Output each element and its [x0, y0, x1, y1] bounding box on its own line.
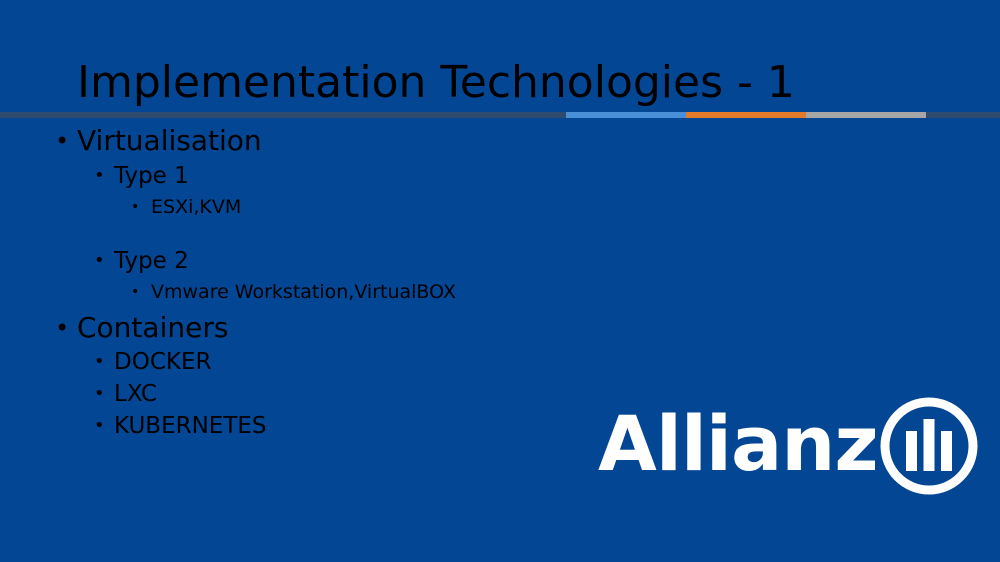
title-divider — [0, 112, 1000, 118]
bullet-containers: • Containers — [55, 311, 229, 345]
bullet-text: ESXi,KVM — [151, 196, 242, 218]
slide-title: Implementation Technologies - 1 — [77, 57, 795, 108]
divider-segment-dark — [0, 112, 566, 118]
bullet-marker: • — [94, 383, 105, 404]
bullet-marker: • — [94, 351, 105, 372]
divider-segment-orange — [686, 112, 806, 118]
bullet-text: Type 2 — [114, 248, 189, 274]
bullet-marker: • — [94, 250, 105, 271]
bullet-marker: • — [55, 314, 70, 342]
bullet-text: Vmware Workstation,VirtualBOX — [151, 281, 456, 303]
logo-wordmark: Allianz — [598, 399, 879, 488]
bullet-type-2: • Type 2 — [94, 247, 189, 275]
bullet-marker: • — [55, 127, 70, 155]
bullet-text: Virtualisation — [77, 124, 262, 157]
bullet-lxc: • LXC — [94, 380, 157, 408]
bullet-text: Type 1 — [114, 163, 189, 189]
bullet-text: DOCKER — [114, 349, 212, 375]
bullet-text: KUBERNETES — [114, 413, 267, 439]
bullet-text: LXC — [114, 381, 157, 407]
bullet-kubernetes: • KUBERNETES — [94, 412, 267, 440]
bullet-marker: • — [131, 284, 140, 300]
divider-segment-gray — [806, 112, 926, 118]
bullet-marker: • — [94, 165, 105, 186]
divider-segment-blue — [566, 112, 686, 118]
bullet-esxi-kvm: • ESXi,KVM — [131, 195, 242, 219]
bullet-marker: • — [94, 415, 105, 436]
bullet-text: Containers — [77, 311, 229, 344]
bullet-vmware-virtualbox: • Vmware Workstation,VirtualBOX — [131, 280, 456, 304]
bullet-type-1: • Type 1 — [94, 162, 189, 190]
allianz-eagle-icon — [880, 397, 978, 495]
allianz-logo: Allianz — [598, 395, 980, 497]
bullet-virtualisation: • Virtualisation — [55, 124, 262, 158]
bullet-docker: • DOCKER — [94, 348, 212, 376]
divider-segment-dark-end — [926, 112, 1000, 118]
bullet-marker: • — [131, 199, 140, 215]
